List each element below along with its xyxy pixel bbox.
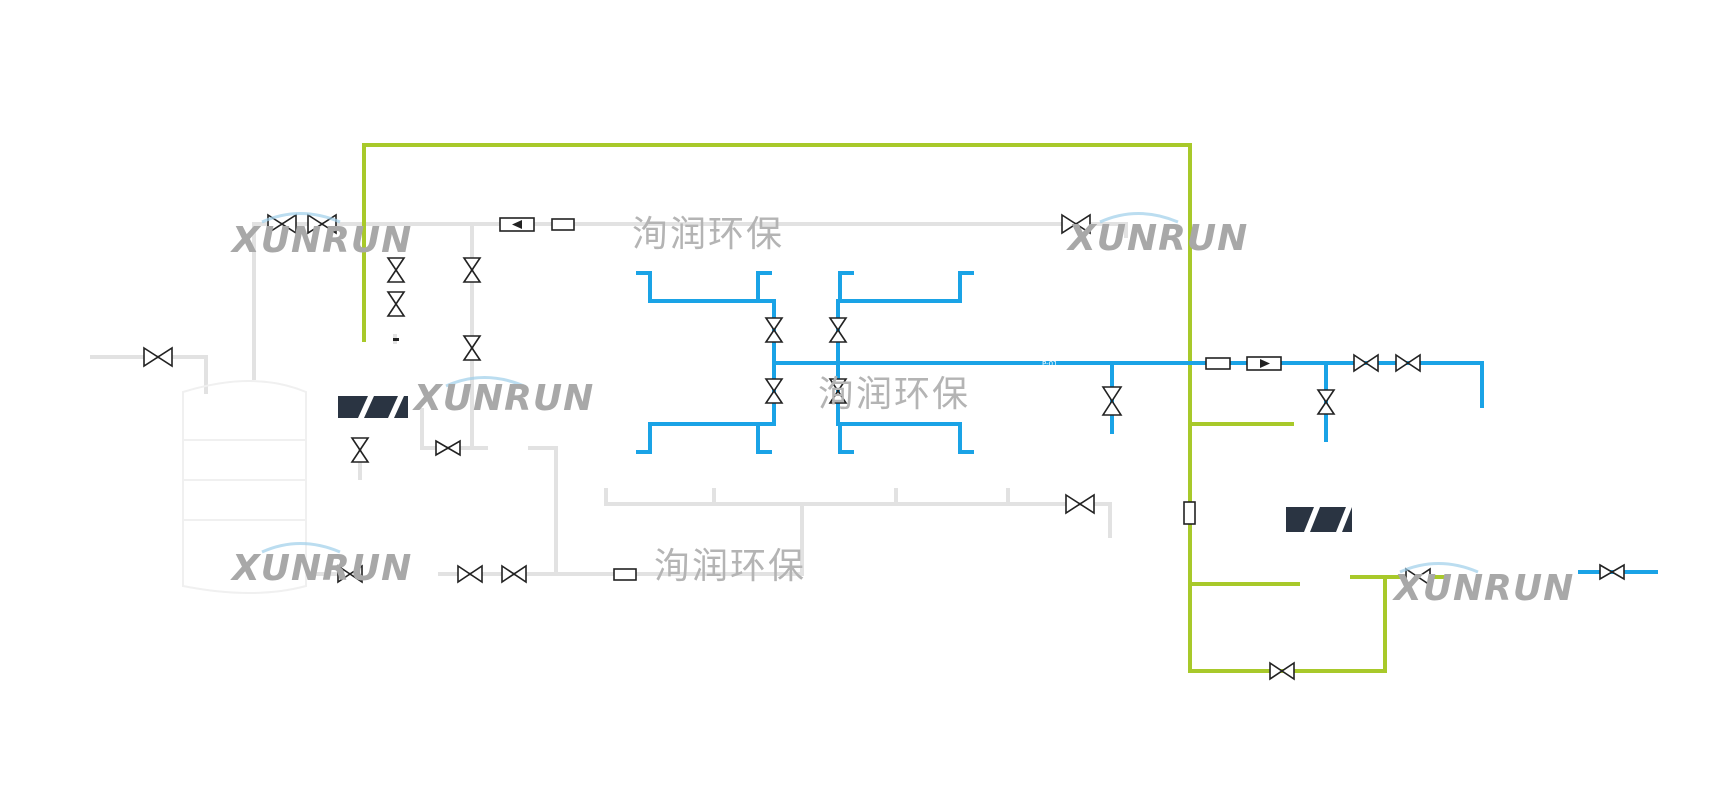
valve-green-bottom[interactable] — [1269, 661, 1295, 681]
tank-body — [182, 380, 307, 594]
flowmeter-blue[interactable] — [1246, 356, 1282, 371]
valve-v-1[interactable] — [386, 257, 406, 283]
watermark-xunrun-5: XUNRUN — [1392, 568, 1574, 609]
blue-pipes — [636, 271, 1658, 574]
line-cap — [393, 338, 399, 341]
valve-bottom-1[interactable] — [457, 564, 483, 584]
valve-filter-3[interactable] — [828, 317, 848, 343]
watermark-swoosh-4 — [261, 542, 341, 554]
watermark-1: XUNRUN — [230, 212, 412, 261]
watermark-4: XUNRUN — [230, 542, 412, 589]
watermark-xunrun-1: XUNRUN — [230, 220, 412, 261]
valve-bottom-2[interactable] — [501, 564, 527, 584]
valves — [143, 213, 1625, 681]
valve-inlet[interactable] — [143, 346, 173, 368]
watermark-xunrun-2: XUNRUN — [1066, 218, 1248, 259]
valve-blue-2[interactable] — [1395, 353, 1421, 373]
flowmeter-top[interactable] — [499, 217, 535, 232]
watermark-xunrun-4: XUNRUN — [230, 548, 412, 589]
watermark-cn-3: 洵润环保 — [654, 546, 806, 587]
gauge-bottom[interactable] — [613, 568, 637, 581]
watermark-xunrun-3: XUNRUN — [412, 378, 594, 419]
filter-bottom-left — [636, 422, 772, 454]
filter-top-left — [636, 271, 772, 303]
dosing-unit-right[interactable] — [1286, 507, 1352, 532]
filter-top-right — [838, 271, 974, 303]
valve-filter-1[interactable] — [764, 317, 784, 343]
valve-filter-2[interactable] — [764, 378, 784, 404]
collection-header — [604, 502, 1112, 538]
watermark-5: XUNRUN — [1392, 562, 1574, 609]
valve-top-right[interactable] — [1061, 213, 1091, 235]
gauge-top[interactable] — [551, 218, 575, 231]
valve-collector[interactable] — [1065, 493, 1095, 515]
valve-v-4[interactable] — [462, 335, 482, 361]
inlet-pipe — [90, 355, 208, 394]
watermark-cn-2: 洵润环保 — [818, 374, 970, 415]
watermark-2: XUNRUN — [1066, 212, 1248, 259]
valve-outlet[interactable] — [1599, 563, 1625, 581]
blue-main-header — [772, 361, 1484, 408]
green-pipes — [362, 143, 1447, 673]
storage-tank — [182, 380, 307, 594]
valve-blue-1[interactable] — [1353, 353, 1379, 373]
watermark-swoosh-2 — [1099, 212, 1179, 224]
watermark-swoosh-1 — [261, 212, 341, 224]
valve-tank-bottom[interactable] — [337, 564, 363, 584]
gray-pipes — [90, 222, 1128, 576]
valve-green-right[interactable] — [1405, 567, 1431, 587]
watermark-cn-1: 洵润环保 — [632, 214, 784, 255]
valve-v-5[interactable] — [350, 437, 370, 463]
valve-blue-branch-2[interactable] — [1316, 389, 1336, 415]
valve-v-3[interactable] — [462, 257, 482, 283]
top-header-pipe — [252, 222, 1128, 380]
valve-mid-1[interactable] — [435, 439, 461, 457]
instruments — [499, 217, 1282, 581]
valve-v-2[interactable] — [386, 291, 406, 317]
filter-bottom-right — [838, 422, 974, 454]
gauge-blue[interactable] — [1205, 357, 1231, 370]
watermark-swoosh-5 — [1399, 562, 1479, 574]
gauge-green[interactable] — [1183, 501, 1196, 525]
valve-blue-branch-1[interactable] — [1101, 386, 1123, 416]
watermark-3: XUNRUN — [412, 376, 594, 419]
header-tag: P-01 — [1042, 360, 1058, 368]
bottom-riser — [528, 446, 558, 576]
dosing-unit-left[interactable] — [338, 396, 408, 418]
watermark-swoosh-3 — [445, 376, 525, 388]
valve-filter-4[interactable] — [828, 378, 848, 404]
